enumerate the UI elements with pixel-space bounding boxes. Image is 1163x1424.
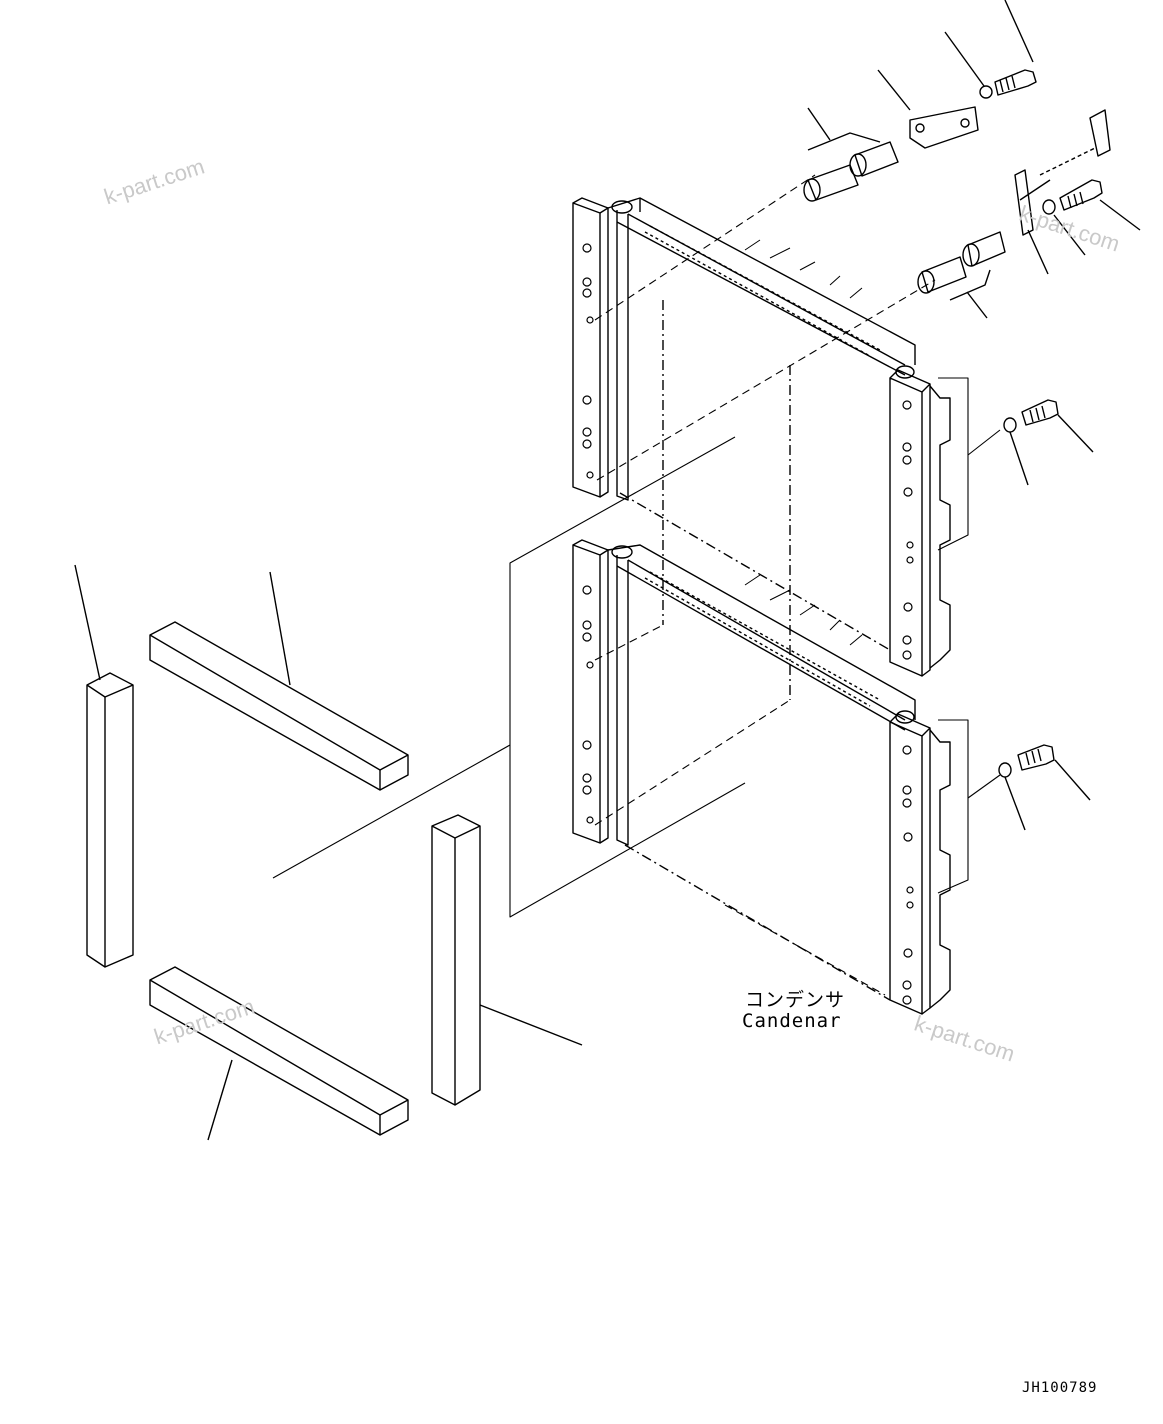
- condenser-label-japanese: コンデンサ: [745, 989, 846, 1011]
- drawing-id: JH100789: [1022, 1380, 1098, 1396]
- guide-lines: [272, 174, 1001, 918]
- side-fasteners: [998, 399, 1094, 831]
- condenser-label-english: Candenar: [742, 1010, 842, 1032]
- sponge-blocks: [74, 564, 583, 1141]
- lower-condenser-frame: [572, 539, 951, 1015]
- condenser-callout-leader: [724, 904, 886, 996]
- upper-condenser-frame: [572, 197, 951, 700]
- top-hardware: [803, 0, 1141, 319]
